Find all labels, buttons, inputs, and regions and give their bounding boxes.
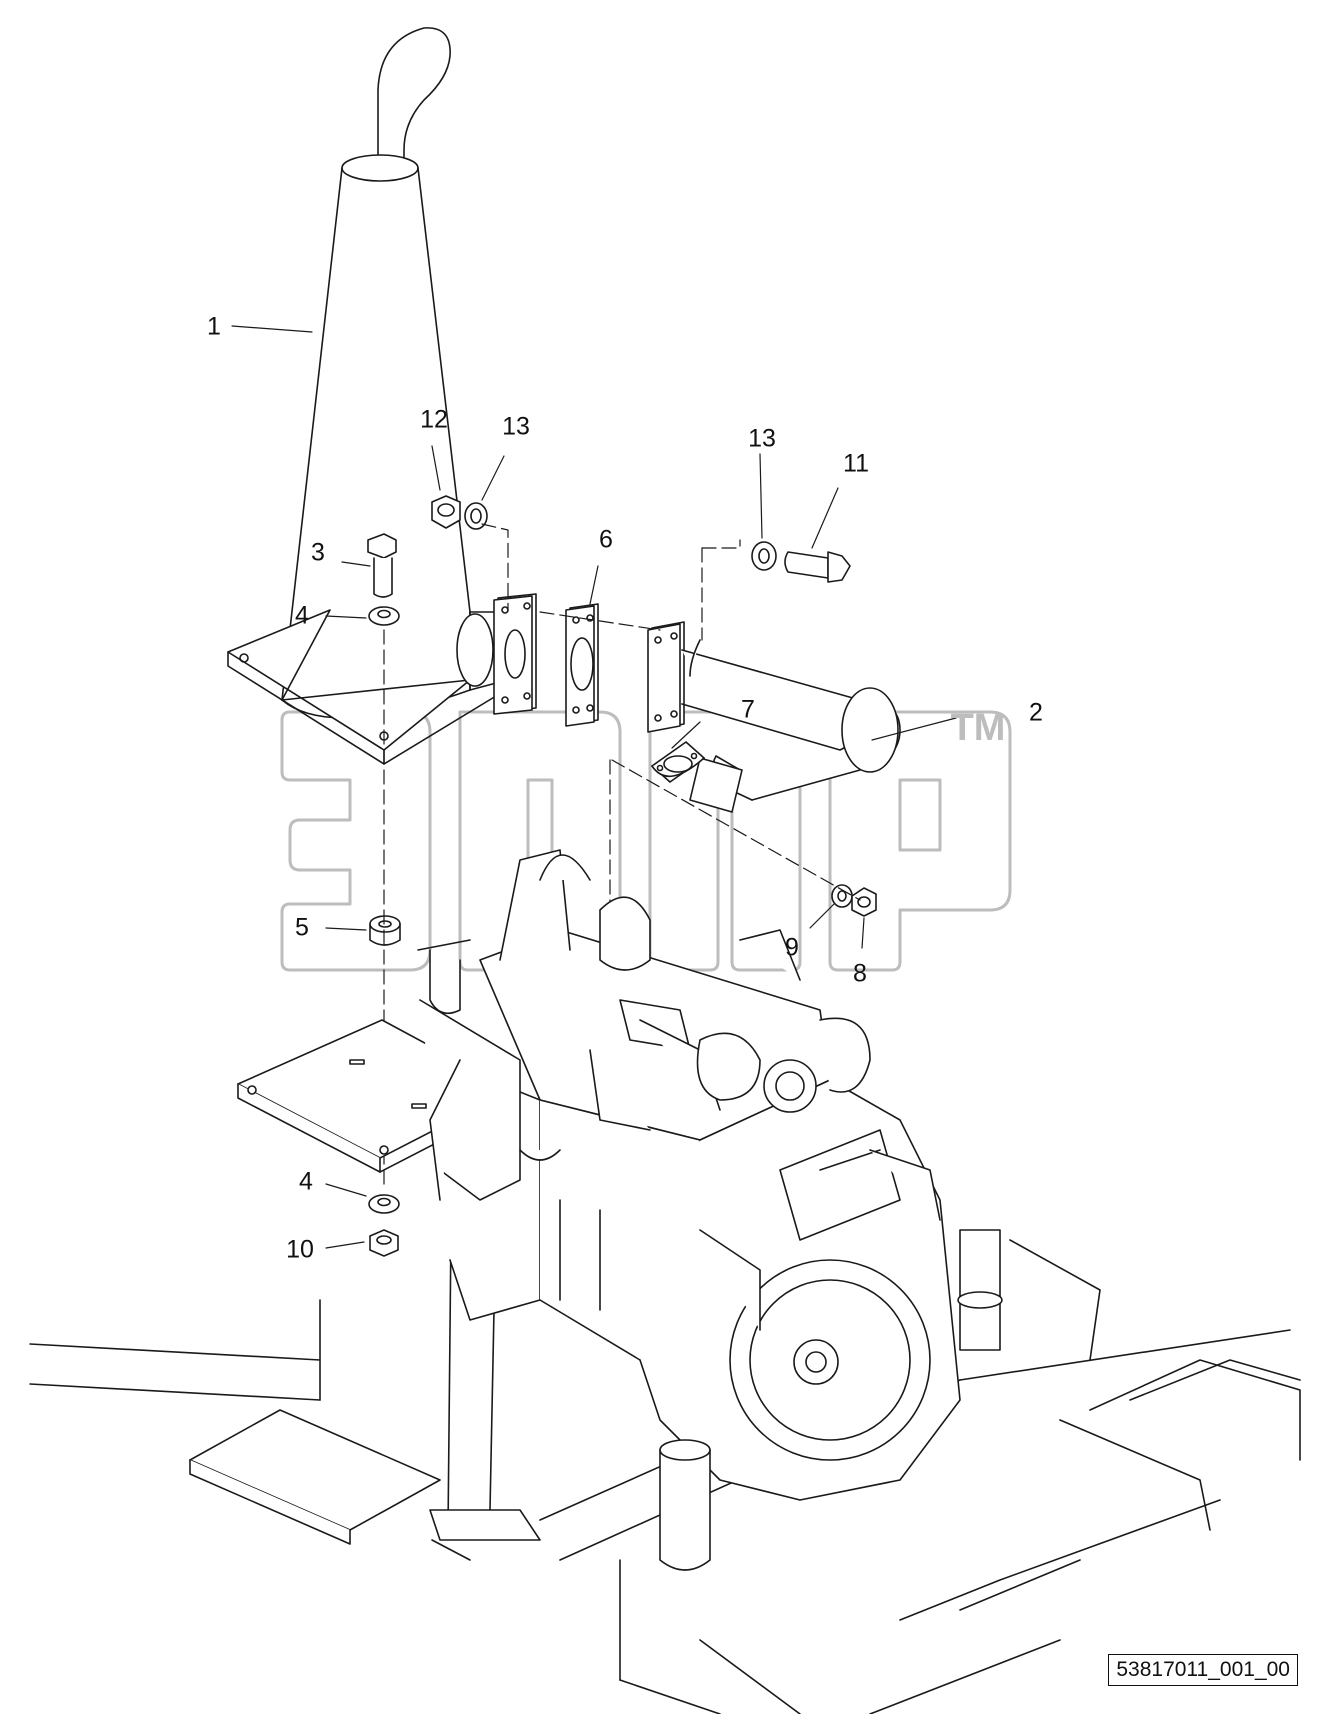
- callout-13-left: 13: [502, 412, 530, 441]
- washer-4-upper: [368, 606, 400, 626]
- engine-block: [417, 849, 1003, 1571]
- gasket-6: [565, 603, 599, 727]
- washer-13-right: [751, 541, 777, 571]
- callout-5: 5: [295, 913, 309, 942]
- callout-8: 8: [853, 959, 867, 988]
- callout-12: 12: [420, 405, 448, 434]
- drawing-id-label: 53817011_001_00: [1108, 1654, 1298, 1686]
- callout-10: 10: [286, 1235, 314, 1264]
- bolt-11: [784, 551, 851, 583]
- muffler-base-plate: [227, 609, 471, 751]
- callout-1: 1: [207, 312, 221, 341]
- trademark-label: TM: [950, 707, 1006, 749]
- muffler-inlet-pipe: [456, 593, 537, 715]
- callout-11: 11: [843, 449, 869, 478]
- washer-4-lower: [368, 1194, 400, 1214]
- spacer-5: [369, 915, 401, 946]
- callout-4-upper: 4: [295, 601, 309, 630]
- washer-13-left: [464, 502, 488, 530]
- leader-lines: [231, 325, 957, 1249]
- callout-9: 9: [785, 933, 799, 962]
- bolt-3: [367, 533, 397, 598]
- callout-6: 6: [599, 525, 613, 554]
- callout-4-lower: 4: [299, 1167, 313, 1196]
- nut-10: [369, 1229, 399, 1257]
- nut-12: [431, 495, 461, 529]
- callout-7: 7: [741, 695, 755, 724]
- washer-9: [831, 884, 853, 908]
- gasket-7: [651, 741, 705, 783]
- nut-8: [851, 887, 877, 917]
- callout-2: 2: [1029, 698, 1043, 727]
- exhaust-pipe-2: [647, 621, 901, 813]
- callout-13-right: 13: [748, 424, 776, 453]
- callout-3: 3: [311, 538, 325, 567]
